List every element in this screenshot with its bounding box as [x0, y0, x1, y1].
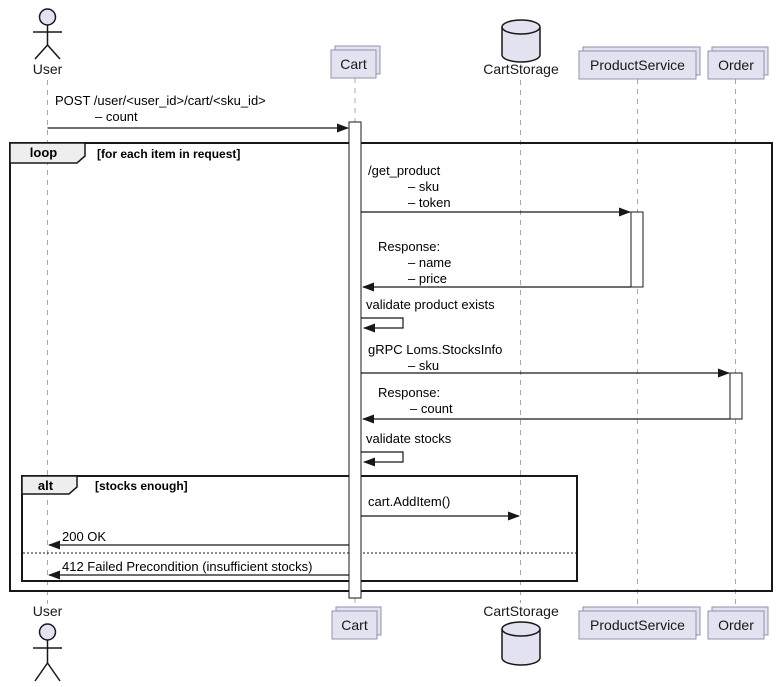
activation-productservice: [630, 211, 644, 288]
alt-frame-label: alt: [37, 478, 54, 493]
database-icon-top: [501, 19, 541, 63]
participant-cartstorage-top-label: CartStorage: [483, 61, 559, 77]
msg-product-response-line1: Response:: [378, 239, 441, 254]
participant-cart-top-label: Cart: [340, 56, 367, 72]
participant-cart-bottom-label: Cart: [341, 617, 368, 633]
msg-product-response-line2: – name: [408, 255, 452, 270]
alt-frame-label-shape: [21, 475, 78, 495]
loop-frame-label-shape: [9, 142, 86, 164]
actor-user-bottom: [33, 623, 62, 682]
participant-cartstorage-bottom-label: CartStorage: [483, 603, 559, 619]
collections-order-top: [707, 46, 769, 80]
msg-add-item: cart.AddItem(): [368, 494, 451, 509]
loop-frame-condition: [for each item in request]: [97, 147, 241, 161]
msg-200-ok: 200 OK: [62, 529, 107, 544]
arrow-validate-product-self: [361, 317, 404, 333]
msg-validate-product: validate product exists: [366, 297, 495, 312]
collections-order-bottom: [707, 606, 769, 640]
msg-product-response-line3: – price: [408, 271, 448, 286]
collections-productservice-bottom: [578, 606, 701, 640]
arrow-validate-stocks-self: [361, 451, 404, 467]
msg-stocks-info-line1: gRPC Loms.StocksInfo: [368, 342, 503, 357]
msg-get-product-line2: – sku: [408, 179, 440, 194]
participant-user-bottom-label: User: [32, 603, 63, 619]
loop-frame-label: loop: [29, 145, 58, 160]
msg-stocks-response-line1: Response:: [378, 385, 441, 400]
msg-get-product-line1: /get_product: [368, 163, 441, 178]
participant-productservice-bottom-label: ProductService: [590, 617, 685, 633]
msg-validate-stocks: validate stocks: [366, 431, 452, 446]
msg-stocks-info-line2: – sku: [408, 358, 440, 373]
msg-get-product-line3: – token: [408, 195, 451, 210]
collections-cart-top: [330, 45, 381, 79]
participant-user-top-label: User: [32, 61, 63, 77]
msg-post-line2: – count: [95, 109, 138, 124]
loop-frame: [9, 142, 773, 592]
activation-cart: [348, 121, 362, 599]
collections-productservice-top: [578, 46, 701, 80]
collections-cart-bottom: [331, 606, 382, 640]
activation-order: [729, 372, 743, 420]
msg-post-line1: POST /user/<user_id>/cart/<sku_id>: [55, 93, 266, 108]
alt-frame-condition: [stocks enough]: [95, 479, 188, 493]
msg-412-failed: 412 Failed Precondition (insufficient st…: [62, 559, 313, 574]
alt-frame: [21, 475, 578, 582]
participant-order-bottom-label: Order: [718, 617, 754, 633]
actor-user-top: [33, 8, 62, 60]
participant-order-top-label: Order: [718, 57, 754, 73]
database-icon-bottom: [501, 621, 541, 666]
msg-stocks-response-line2: – count: [410, 401, 453, 416]
participant-productservice-top-label: ProductService: [590, 57, 685, 73]
